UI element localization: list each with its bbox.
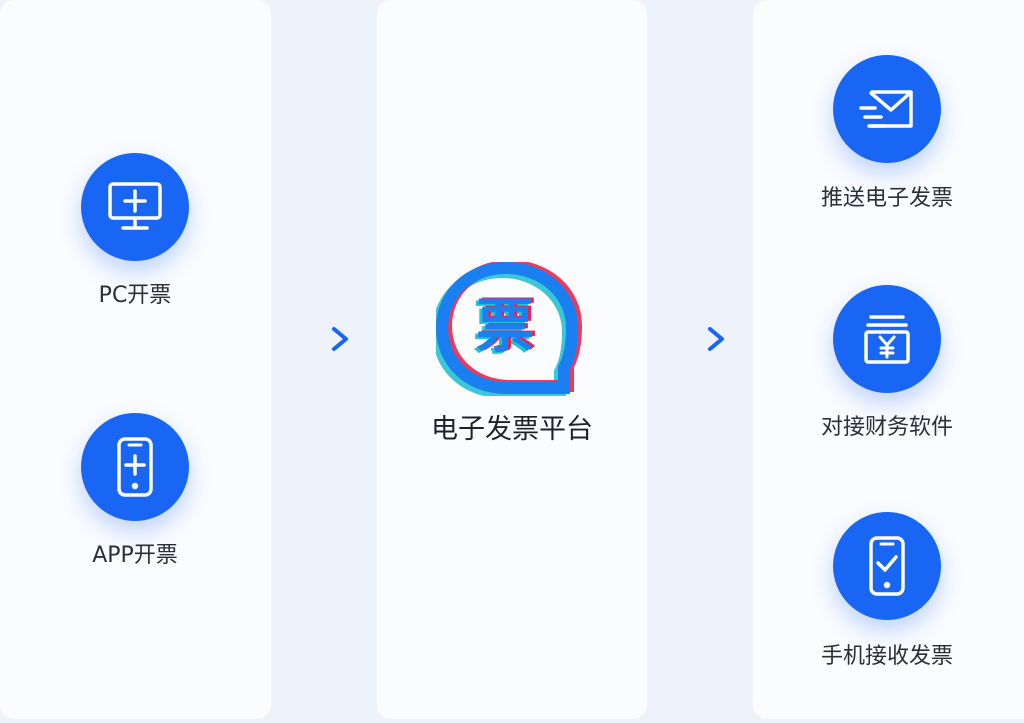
finance-software-label: 对接财务软件: [820, 415, 953, 440]
logo-glyph-cyan: 票: [473, 294, 531, 362]
app-invoice-label: APP开票: [92, 543, 178, 568]
e-invoice-logo: 票 票 票: [436, 262, 582, 396]
desktop-plus-icon: [81, 153, 189, 261]
source-panel: [0, 0, 271, 719]
mobile-receive-label: 手机接收发票: [820, 644, 953, 669]
platform-label: 电子发票平台: [431, 414, 593, 445]
logo-glyph-red: 票: [479, 291, 537, 359]
phone-check-icon: [833, 512, 941, 620]
arrow-right-icon: [674, 327, 724, 351]
phone-plus-icon: [81, 413, 189, 521]
yen-drawer-icon: [833, 285, 941, 393]
mail-send-icon: [833, 55, 941, 163]
logo-glyph: 票: [476, 292, 534, 360]
pc-invoice-label: PC开票: [98, 283, 172, 308]
platform-panel: [377, 0, 647, 719]
arrow-right-icon: [298, 327, 348, 351]
push-invoice-label: 推送电子发票: [820, 186, 953, 211]
